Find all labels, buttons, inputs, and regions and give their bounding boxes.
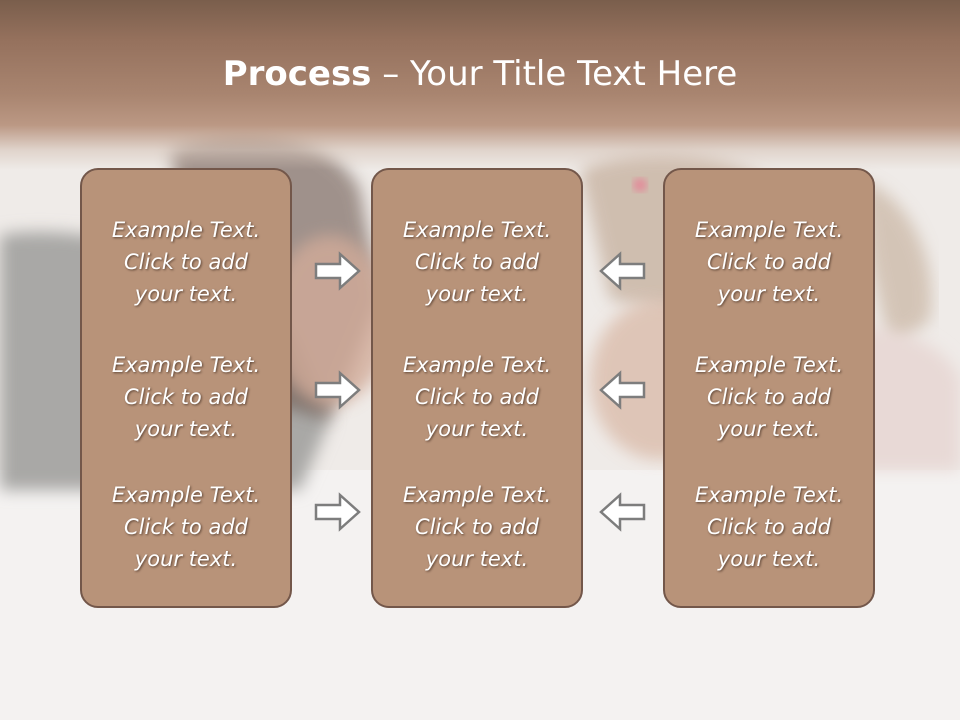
- text-line: Example Text.: [402, 353, 552, 377]
- process-box-right[interactable]: Example Text. Click to add your text. Ex…: [663, 168, 875, 608]
- arrow-left-icon: [599, 492, 646, 532]
- process-box-left[interactable]: Example Text. Click to add your text. Ex…: [80, 168, 292, 608]
- text-block[interactable]: Example Text. Click to add your text.: [373, 349, 581, 445]
- text-line: Example Text.: [402, 483, 552, 507]
- text-line: Example Text.: [111, 353, 261, 377]
- arrow-right-icon: [314, 370, 361, 410]
- text-block[interactable]: Example Text. Click to add your text.: [665, 479, 873, 575]
- slide-title[interactable]: Process – Your Title Text Here: [0, 52, 960, 96]
- text-line: your text.: [134, 547, 238, 571]
- arrow-left-icon: [599, 251, 646, 291]
- text-line: Click to add: [414, 515, 539, 539]
- text-line: your text.: [717, 417, 821, 441]
- header-band: [0, 0, 960, 170]
- text-line: Example Text.: [694, 353, 844, 377]
- process-box-center[interactable]: Example Text. Click to add your text. Ex…: [371, 168, 583, 608]
- text-line: Example Text.: [111, 218, 261, 242]
- text-block[interactable]: Example Text. Click to add your text.: [82, 214, 290, 310]
- arrow-left-icon: [599, 370, 646, 410]
- text-line: Click to add: [706, 385, 831, 409]
- text-line: Click to add: [414, 250, 539, 274]
- title-bold: Process: [222, 54, 372, 94]
- text-line: your text.: [717, 282, 821, 306]
- arrow-right-icon: [314, 492, 361, 532]
- text-line: your text.: [425, 282, 529, 306]
- text-block[interactable]: Example Text. Click to add your text.: [665, 349, 873, 445]
- text-line: Example Text.: [694, 483, 844, 507]
- text-block[interactable]: Example Text. Click to add your text.: [373, 214, 581, 310]
- text-line: Click to add: [123, 250, 248, 274]
- text-line: Click to add: [414, 385, 539, 409]
- text-line: Click to add: [706, 250, 831, 274]
- text-line: Click to add: [123, 385, 248, 409]
- text-line: Click to add: [123, 515, 248, 539]
- text-line: Click to add: [706, 515, 831, 539]
- text-line: your text.: [134, 417, 238, 441]
- text-line: your text.: [717, 547, 821, 571]
- text-block[interactable]: Example Text. Click to add your text.: [82, 479, 290, 575]
- text-line: Example Text.: [694, 218, 844, 242]
- text-block[interactable]: Example Text. Click to add your text.: [373, 479, 581, 575]
- text-line: your text.: [425, 417, 529, 441]
- text-line: your text.: [134, 282, 238, 306]
- text-line: Example Text.: [402, 218, 552, 242]
- arrow-right-icon: [314, 251, 361, 291]
- text-block[interactable]: Example Text. Click to add your text.: [82, 349, 290, 445]
- text-block[interactable]: Example Text. Click to add your text.: [665, 214, 873, 310]
- text-line: Example Text.: [111, 483, 261, 507]
- text-line: your text.: [425, 547, 529, 571]
- title-rest: – Your Title Text Here: [371, 54, 738, 94]
